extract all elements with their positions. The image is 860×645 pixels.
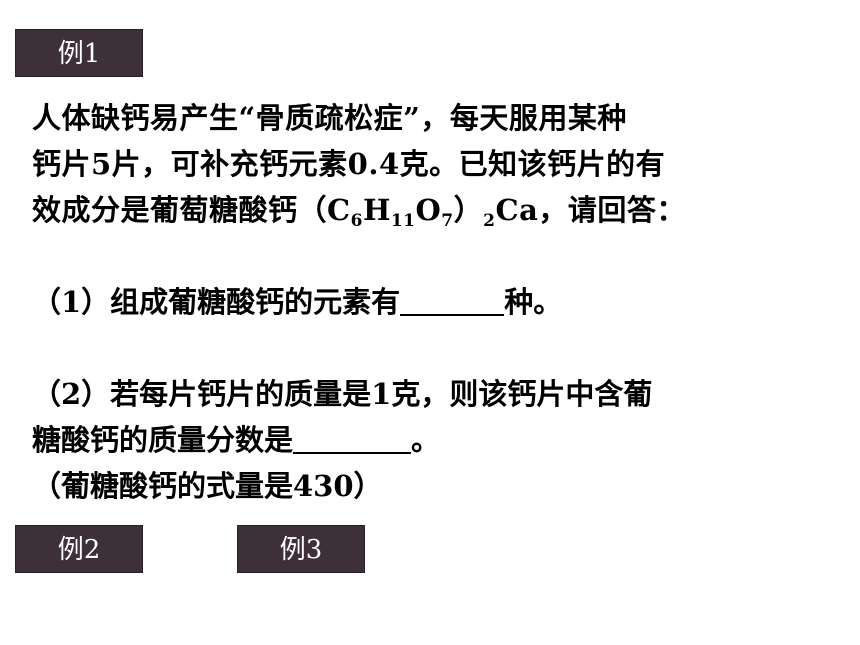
question-1-prefix: （1）组成葡糖酸钙的元素有	[32, 285, 401, 319]
problem-text: 人体缺钙易产生“骨质疏松症”，每天服用某种 钙片5片，可补充钙元素0.4克。已知…	[32, 95, 832, 509]
spacer	[32, 233, 832, 279]
formula-o: O	[415, 193, 442, 227]
question-2-prefix: 糖酸钙的质量分数是	[32, 423, 294, 457]
intro-line-2: 钙片5片，可补充钙元素0.4克。已知该钙片的有	[32, 147, 666, 181]
question-1: （1）组成葡糖酸钙的元素有 种。	[32, 279, 832, 325]
intro-line-3-prefix: 效成分是葡萄糖酸钙（C	[32, 193, 351, 227]
spacer	[32, 325, 832, 371]
question-1-suffix: 种。	[504, 285, 563, 319]
answer-blank-1	[400, 284, 505, 316]
formula-sub-h: 11	[390, 211, 416, 231]
question-2-line-1: （2）若每片钙片的质量是1克，则该钙片中含葡	[32, 377, 653, 411]
question-2-line-2: 糖酸钙的质量分数是 。	[32, 417, 832, 463]
example-2-button[interactable]: 例2	[15, 525, 143, 573]
question-2-suffix: 。	[411, 423, 441, 457]
intro-line-1: 人体缺钙易产生“骨质疏松症”，每天服用某种	[32, 101, 627, 135]
formula-sub-outer: 2	[483, 211, 496, 231]
formula-weight-note: （葡糖酸钙的式量是430）	[32, 469, 383, 503]
formula-sub-o: 7	[441, 211, 454, 231]
intro-line-3: 效成分是葡萄糖酸钙（C6H11O7）2Ca，请回答：	[32, 187, 832, 233]
problem-intro: 人体缺钙易产生“骨质疏松症”，每天服用某种 钙片5片，可补充钙元素0.4克。已知…	[32, 95, 832, 233]
formula-tail: Ca，请回答：	[495, 193, 686, 227]
formula-h: H	[362, 193, 391, 227]
formula-close: ）	[453, 193, 484, 227]
example-1-button[interactable]: 例1	[15, 29, 143, 77]
answer-blank-2	[293, 422, 412, 454]
formula-sub-c: 6	[350, 211, 363, 231]
example-3-button[interactable]: 例3	[237, 525, 365, 573]
